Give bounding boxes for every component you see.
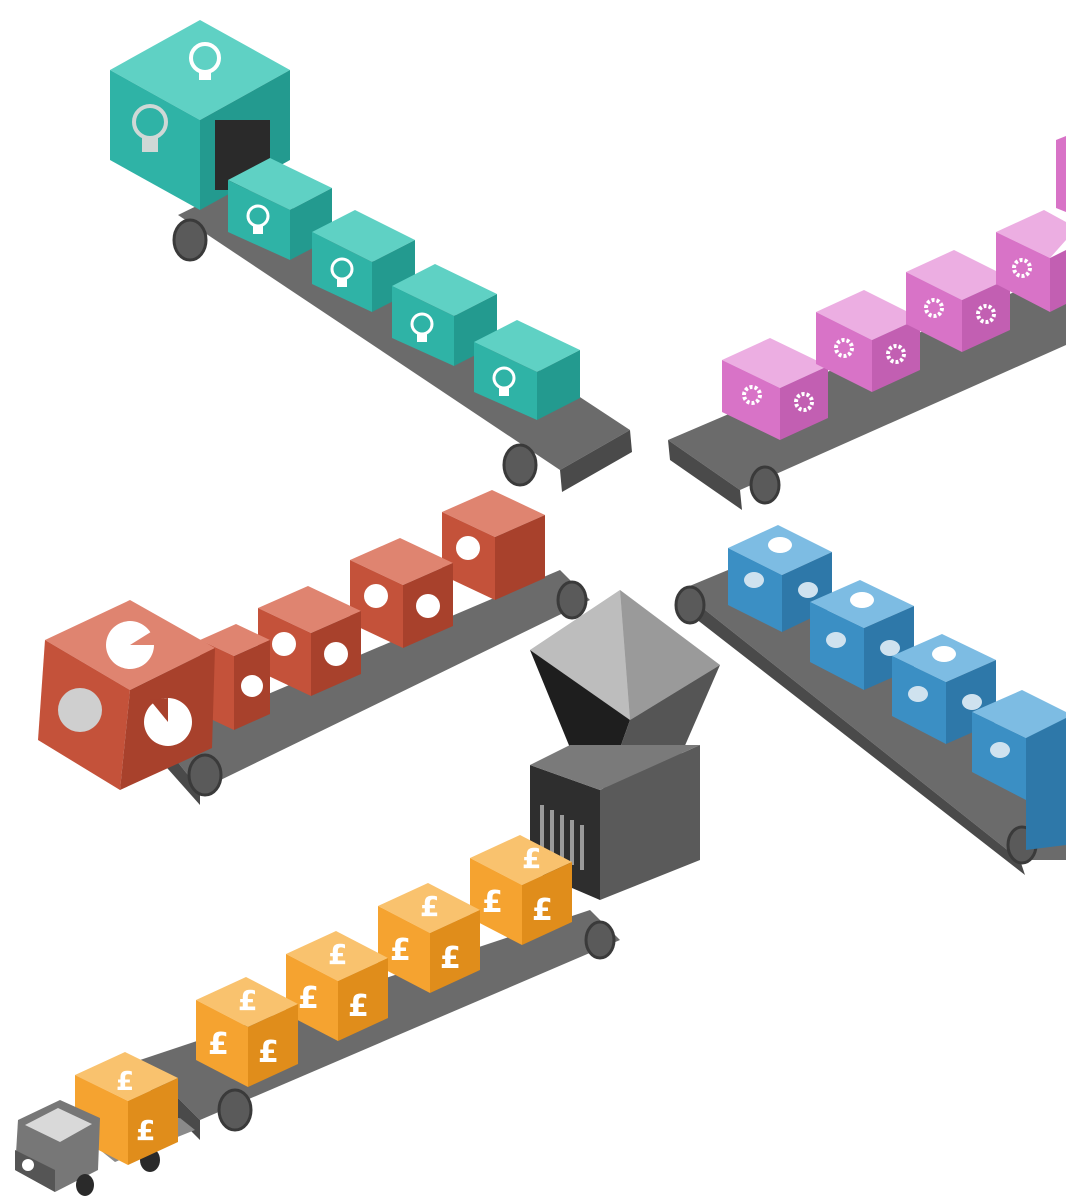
- teal-roller-back: [174, 220, 206, 260]
- pound-sign-icon: £: [532, 893, 553, 928]
- magenta-roller: [751, 467, 779, 503]
- rust-box: [350, 538, 453, 648]
- pound-sign-icon: £: [482, 885, 503, 920]
- pound-sign-icon: £: [328, 938, 347, 971]
- rust-roller-front: [189, 755, 221, 795]
- orange-conveyor: £ £ £ £ £ £ £ £ £ £ £ £: [140, 835, 620, 1140]
- pie-chart-icon: [106, 621, 154, 669]
- pound-sign-icon: £: [390, 933, 411, 968]
- pound-sign-icon: £: [238, 984, 257, 1017]
- pound-sign-icon: £: [208, 1027, 229, 1062]
- pound-sign-icon: £: [348, 989, 369, 1024]
- rust-box: [258, 586, 361, 696]
- blue-roller-back: [676, 587, 704, 623]
- pound-sign-icon: £: [420, 890, 439, 923]
- pound-sign-icon: £: [258, 1035, 279, 1070]
- pound-sign-icon: £: [298, 981, 319, 1016]
- magenta-box: [1056, 136, 1066, 212]
- pie-chart-icon: [144, 698, 192, 746]
- truck-cab: [15, 1100, 100, 1196]
- rust-conveyor: [38, 490, 590, 805]
- teal-conveyor: [110, 20, 632, 492]
- funnel-machine: [530, 590, 720, 900]
- pound-sign-icon: £: [440, 941, 461, 976]
- pound-sign-icon: £: [522, 842, 541, 875]
- pound-sign-icon: £: [136, 1114, 155, 1147]
- rust-roller-back: [558, 582, 586, 618]
- teal-roller-front: [504, 445, 536, 485]
- pie-chart-icon: [58, 688, 102, 732]
- blue-conveyor: [676, 525, 1066, 875]
- magenta-conveyor: [668, 136, 1066, 510]
- pound-sign-icon: £: [116, 1067, 134, 1097]
- delivery-truck-icon: £ £: [15, 1052, 195, 1196]
- orange-roller-front: [219, 1090, 251, 1130]
- orange-roller-back: [586, 922, 614, 958]
- rust-box: [442, 490, 545, 600]
